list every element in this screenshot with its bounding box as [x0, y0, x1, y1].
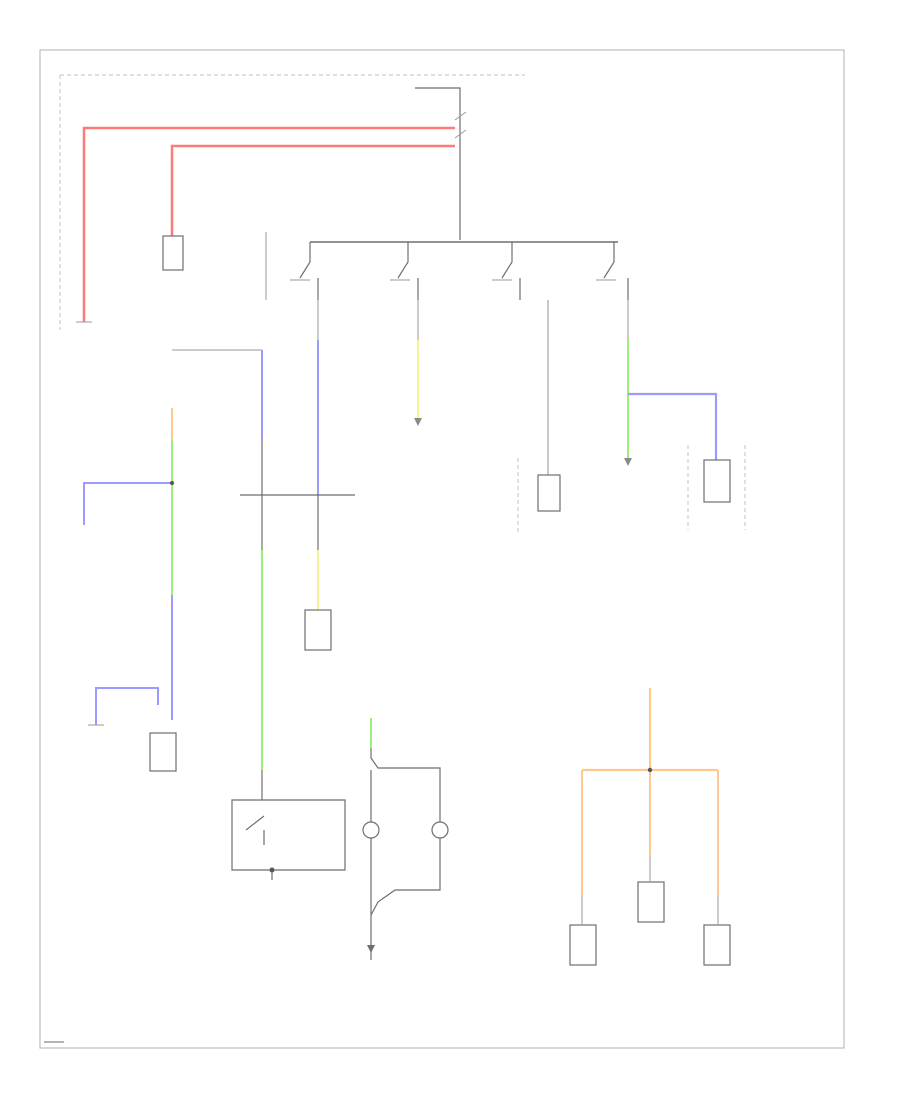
connector-icon-lamp — [367, 945, 375, 953]
module-component-left — [149, 732, 177, 772]
module-component-4 — [703, 459, 731, 503]
ignition-switch-bus — [265, 232, 629, 300]
power-distribution-top — [76, 87, 467, 323]
connector-icon-4 — [624, 458, 632, 466]
blue-wire-4 — [628, 392, 718, 460]
lamp-icon-2 — [431, 821, 449, 839]
switch-icon — [245, 815, 265, 845]
lamp-circuit — [362, 718, 449, 960]
switch-1 — [299, 242, 319, 300]
blue-wire-lower — [95, 687, 159, 725]
dashed-box-4 — [687, 445, 746, 530]
module-left-bottom — [569, 924, 597, 966]
lamp-icon — [362, 821, 380, 839]
switch-3 — [501, 242, 521, 300]
red-wire-inner — [170, 144, 455, 236]
module-component-3 — [537, 474, 561, 512]
module-mid-bottom — [637, 881, 665, 923]
right-orange-circuit — [569, 688, 731, 966]
red-wire-outer — [82, 126, 455, 322]
splice-left — [170, 481, 174, 485]
ground-dot — [269, 867, 275, 873]
top-dashed-line — [59, 74, 525, 330]
lamp-switch — [370, 748, 441, 916]
switch-2 — [397, 242, 419, 300]
diagram-frame — [39, 49, 845, 1049]
module-right-bottom — [703, 924, 731, 966]
fuse-link — [454, 111, 467, 139]
power-feed-stub — [415, 87, 461, 240]
switch-box — [231, 799, 346, 871]
component-leads — [581, 855, 719, 925]
relay-component — [304, 609, 332, 651]
battery-component — [162, 235, 184, 271]
splice-right — [647, 767, 653, 773]
center-circuit — [172, 349, 346, 880]
blue-wire-branch — [83, 482, 172, 525]
left-circuit — [83, 408, 177, 772]
connector-icon — [414, 418, 422, 426]
switch-4 — [603, 242, 629, 300]
branch-circuits — [240, 300, 746, 535]
